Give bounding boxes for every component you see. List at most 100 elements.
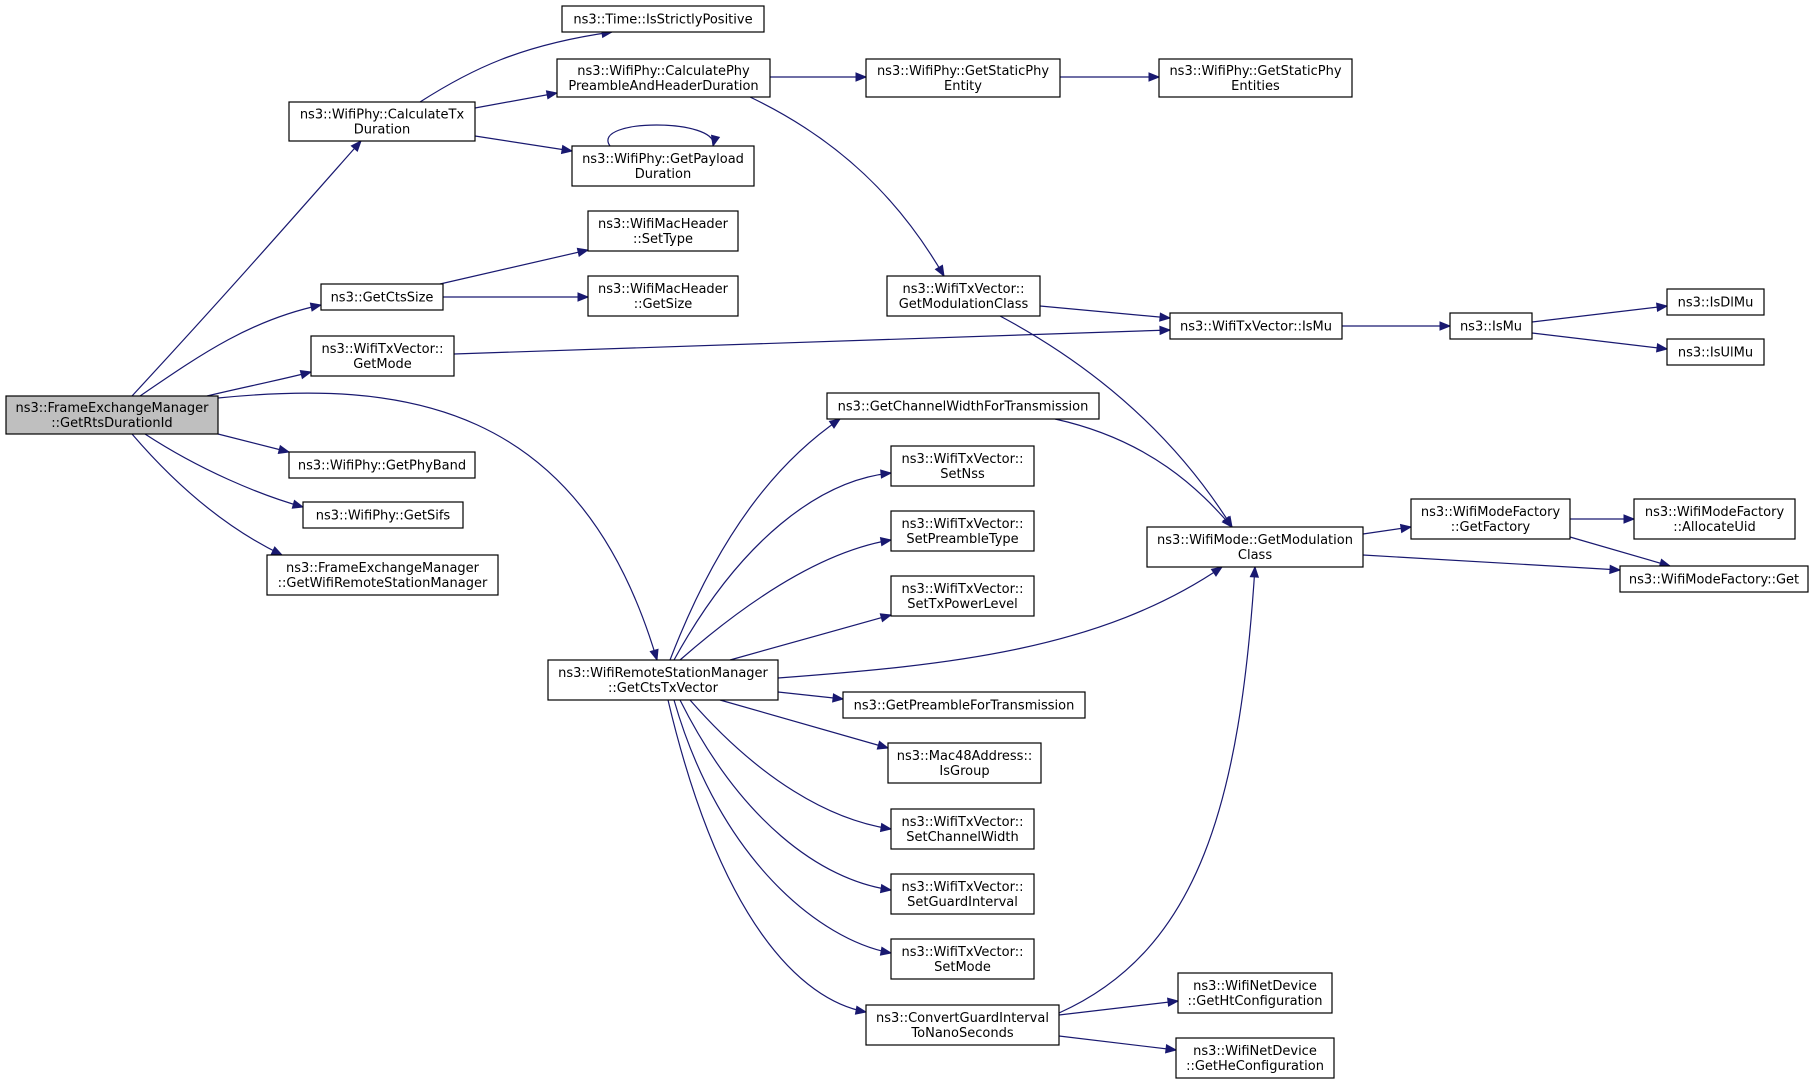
node-htConf[interactable]: ns3::WifiNetDevice::GetHtConfiguration xyxy=(1177,972,1333,1014)
node-txIsMu[interactable]: ns3::WifiTxVector::IsMu xyxy=(1169,312,1343,340)
edge-modeMod-factGet-line xyxy=(1362,554,1621,571)
node-staticEnt-box xyxy=(865,58,1061,98)
edge-getMode-txIsMu xyxy=(453,325,1172,355)
node-getMode[interactable]: ns3::WifiTxVector::GetMode xyxy=(310,335,455,377)
node-setPre[interactable]: ns3::WifiTxVector::SetPreambleType xyxy=(890,510,1035,552)
node-setNss-label-1: SetNss xyxy=(940,467,985,482)
node-getSize[interactable]: ns3::WifiMacHeader::GetSize xyxy=(587,275,739,317)
node-allocUid[interactable]: ns3::WifiModeFactory::AllocateUid xyxy=(1633,498,1796,540)
node-phyBand[interactable]: ns3::WifiPhy::GetPhyBand xyxy=(288,451,476,479)
edge-calcPre-modClass xyxy=(749,96,945,278)
node-calcPre-box xyxy=(556,58,771,98)
node-staticEnts-box xyxy=(1158,58,1353,98)
edge-ctsTx-modeMod-line xyxy=(777,566,1223,679)
node-setPow[interactable]: ns3::WifiTxVector::SetTxPowerLevel xyxy=(890,575,1035,617)
edge-ctsTx-setPow-line xyxy=(729,614,892,661)
node-setNss[interactable]: ns3::WifiTxVector::SetNss xyxy=(890,445,1035,487)
node-setChW[interactable]: ns3::WifiTxVector::SetChannelWidth xyxy=(890,808,1035,850)
node-setGI-label-0: ns3::WifiTxVector:: xyxy=(901,880,1023,895)
node-isStrictly-box xyxy=(561,5,765,33)
edges-layer xyxy=(131,28,1672,1054)
edge-calcTx-calcPre xyxy=(474,90,559,109)
node-calcPre-label-1: PreambleAndHeaderDuration xyxy=(568,79,758,94)
edge-txIsMu-isMu xyxy=(1342,321,1452,331)
node-isStrictly[interactable]: ns3::Time::IsStrictlyPositive xyxy=(561,5,765,33)
node-htConf-label-0: ns3::WifiNetDevice xyxy=(1193,979,1317,994)
node-factory-box xyxy=(1410,498,1571,540)
node-setType-box xyxy=(587,210,739,252)
node-isDl-label-0: ns3::IsDlMu xyxy=(1678,296,1754,311)
edge-convGI-heConf xyxy=(1058,1035,1178,1054)
edge-calcTx-payload-arrowhead xyxy=(560,144,574,155)
node-setType[interactable]: ns3::WifiMacHeader::SetType xyxy=(587,210,739,252)
node-preTx[interactable]: ns3::GetPreambleForTransmission xyxy=(842,691,1086,719)
edge-ctsTx-isGroup-arrowhead xyxy=(876,740,890,750)
node-factory[interactable]: ns3::WifiModeFactory::GetFactory xyxy=(1410,498,1571,540)
edge-root-remoteMgr xyxy=(131,433,284,556)
edge-calcPre-modClass-line xyxy=(749,96,945,277)
edge-root-ctsSize-line xyxy=(139,304,322,397)
nodes-layer: ns3::FrameExchangeManager::GetRtsDuratio… xyxy=(5,5,1809,1079)
node-calcPre[interactable]: ns3::WifiPhy::CalculatePhyPreambleAndHea… xyxy=(556,58,771,98)
edge-modeMod-factory-arrowhead xyxy=(1399,523,1413,534)
edge-root-calcTx-line xyxy=(131,140,362,397)
edge-root-sifs-arrowhead xyxy=(291,499,305,509)
edge-ctsTx-setPre xyxy=(679,537,893,661)
node-ctsSize-box xyxy=(320,283,444,311)
node-setGI[interactable]: ns3::WifiTxVector::SetGuardInterval xyxy=(890,873,1035,915)
node-isStrictly-label-0: ns3::Time::IsStrictlyPositive xyxy=(573,13,752,28)
node-setPre-box xyxy=(890,510,1035,552)
node-isUl[interactable]: ns3::IsUlMu xyxy=(1666,338,1765,366)
node-isUl-box xyxy=(1666,338,1765,366)
node-isGroup[interactable]: ns3::Mac48Address::IsGroup xyxy=(887,742,1042,784)
node-sifs[interactable]: ns3::WifiPhy::GetSifs xyxy=(302,501,464,529)
node-modClass[interactable]: ns3::WifiTxVector::GetModulationClass xyxy=(886,275,1041,317)
edge-factory-allocUid-arrowhead xyxy=(1623,514,1636,524)
edge-convGI-modeMod xyxy=(1058,565,1260,1014)
edge-convGI-modeMod-arrowhead xyxy=(1249,565,1260,578)
node-modeMod-label-1: Class xyxy=(1238,548,1272,563)
edge-ctsTx-modeMod xyxy=(777,566,1224,679)
edge-modClass-modeMod xyxy=(999,315,1233,529)
edge-ctsTx-setMode xyxy=(673,699,893,956)
node-heConf-box xyxy=(1175,1037,1335,1079)
edge-ctsTx-chWidth-line xyxy=(669,418,841,661)
edge-root-sifs xyxy=(144,433,305,509)
edge-root-sifs-line xyxy=(144,433,304,508)
node-getSize-label-0: ns3::WifiMacHeader xyxy=(598,282,729,297)
node-ctsTx[interactable]: ns3::WifiRemoteStationManager::GetCtsTxV… xyxy=(547,659,779,701)
node-heConf[interactable]: ns3::WifiNetDevice::GetHeConfiguration xyxy=(1175,1037,1335,1079)
node-isMu[interactable]: ns3::IsMu xyxy=(1449,312,1533,340)
edge-getMode-txIsMu-arrowhead xyxy=(1159,325,1172,336)
node-remoteMgr[interactable]: ns3::FrameExchangeManager::GetWifiRemote… xyxy=(266,554,499,596)
edge-calcTx-payload xyxy=(474,135,574,155)
edge-ctsTx-setPow xyxy=(729,613,893,661)
edge-calcTx-calcPre-line xyxy=(474,92,558,109)
edge-ctsTx-setChW xyxy=(689,699,893,833)
edge-ctsTx-setPre-arrowhead xyxy=(879,537,893,547)
node-modClass-box xyxy=(886,275,1041,317)
node-chWidth[interactable]: ns3::GetChannelWidthForTransmission xyxy=(826,392,1100,420)
node-factGet[interactable]: ns3::WifiModeFactory::Get xyxy=(1619,565,1809,593)
node-modeMod[interactable]: ns3::WifiMode::GetModulationClass xyxy=(1146,526,1364,568)
node-setMode[interactable]: ns3::WifiTxVector::SetMode xyxy=(890,938,1035,980)
node-allocUid-label-1: ::AllocateUid xyxy=(1673,520,1755,535)
edge-ctsTx-isGroup-line xyxy=(719,699,889,749)
node-ctsTx-box xyxy=(547,659,779,701)
node-isDl[interactable]: ns3::IsDlMu xyxy=(1666,288,1765,316)
edge-root-getMode-arrowhead xyxy=(299,370,313,380)
edge-root-ctsSize-arrowhead xyxy=(309,302,323,312)
node-getMode-label-1: GetMode xyxy=(353,357,412,372)
node-htConf-box xyxy=(1177,972,1333,1014)
node-heConf-label-0: ns3::WifiNetDevice xyxy=(1193,1044,1317,1059)
edge-isMu-isDl-line xyxy=(1531,305,1668,323)
node-root[interactable]: ns3::FrameExchangeManager::GetRtsDuratio… xyxy=(5,395,219,435)
node-sifs-box xyxy=(302,501,464,529)
node-ctsSize[interactable]: ns3::GetCtsSize xyxy=(320,283,444,311)
